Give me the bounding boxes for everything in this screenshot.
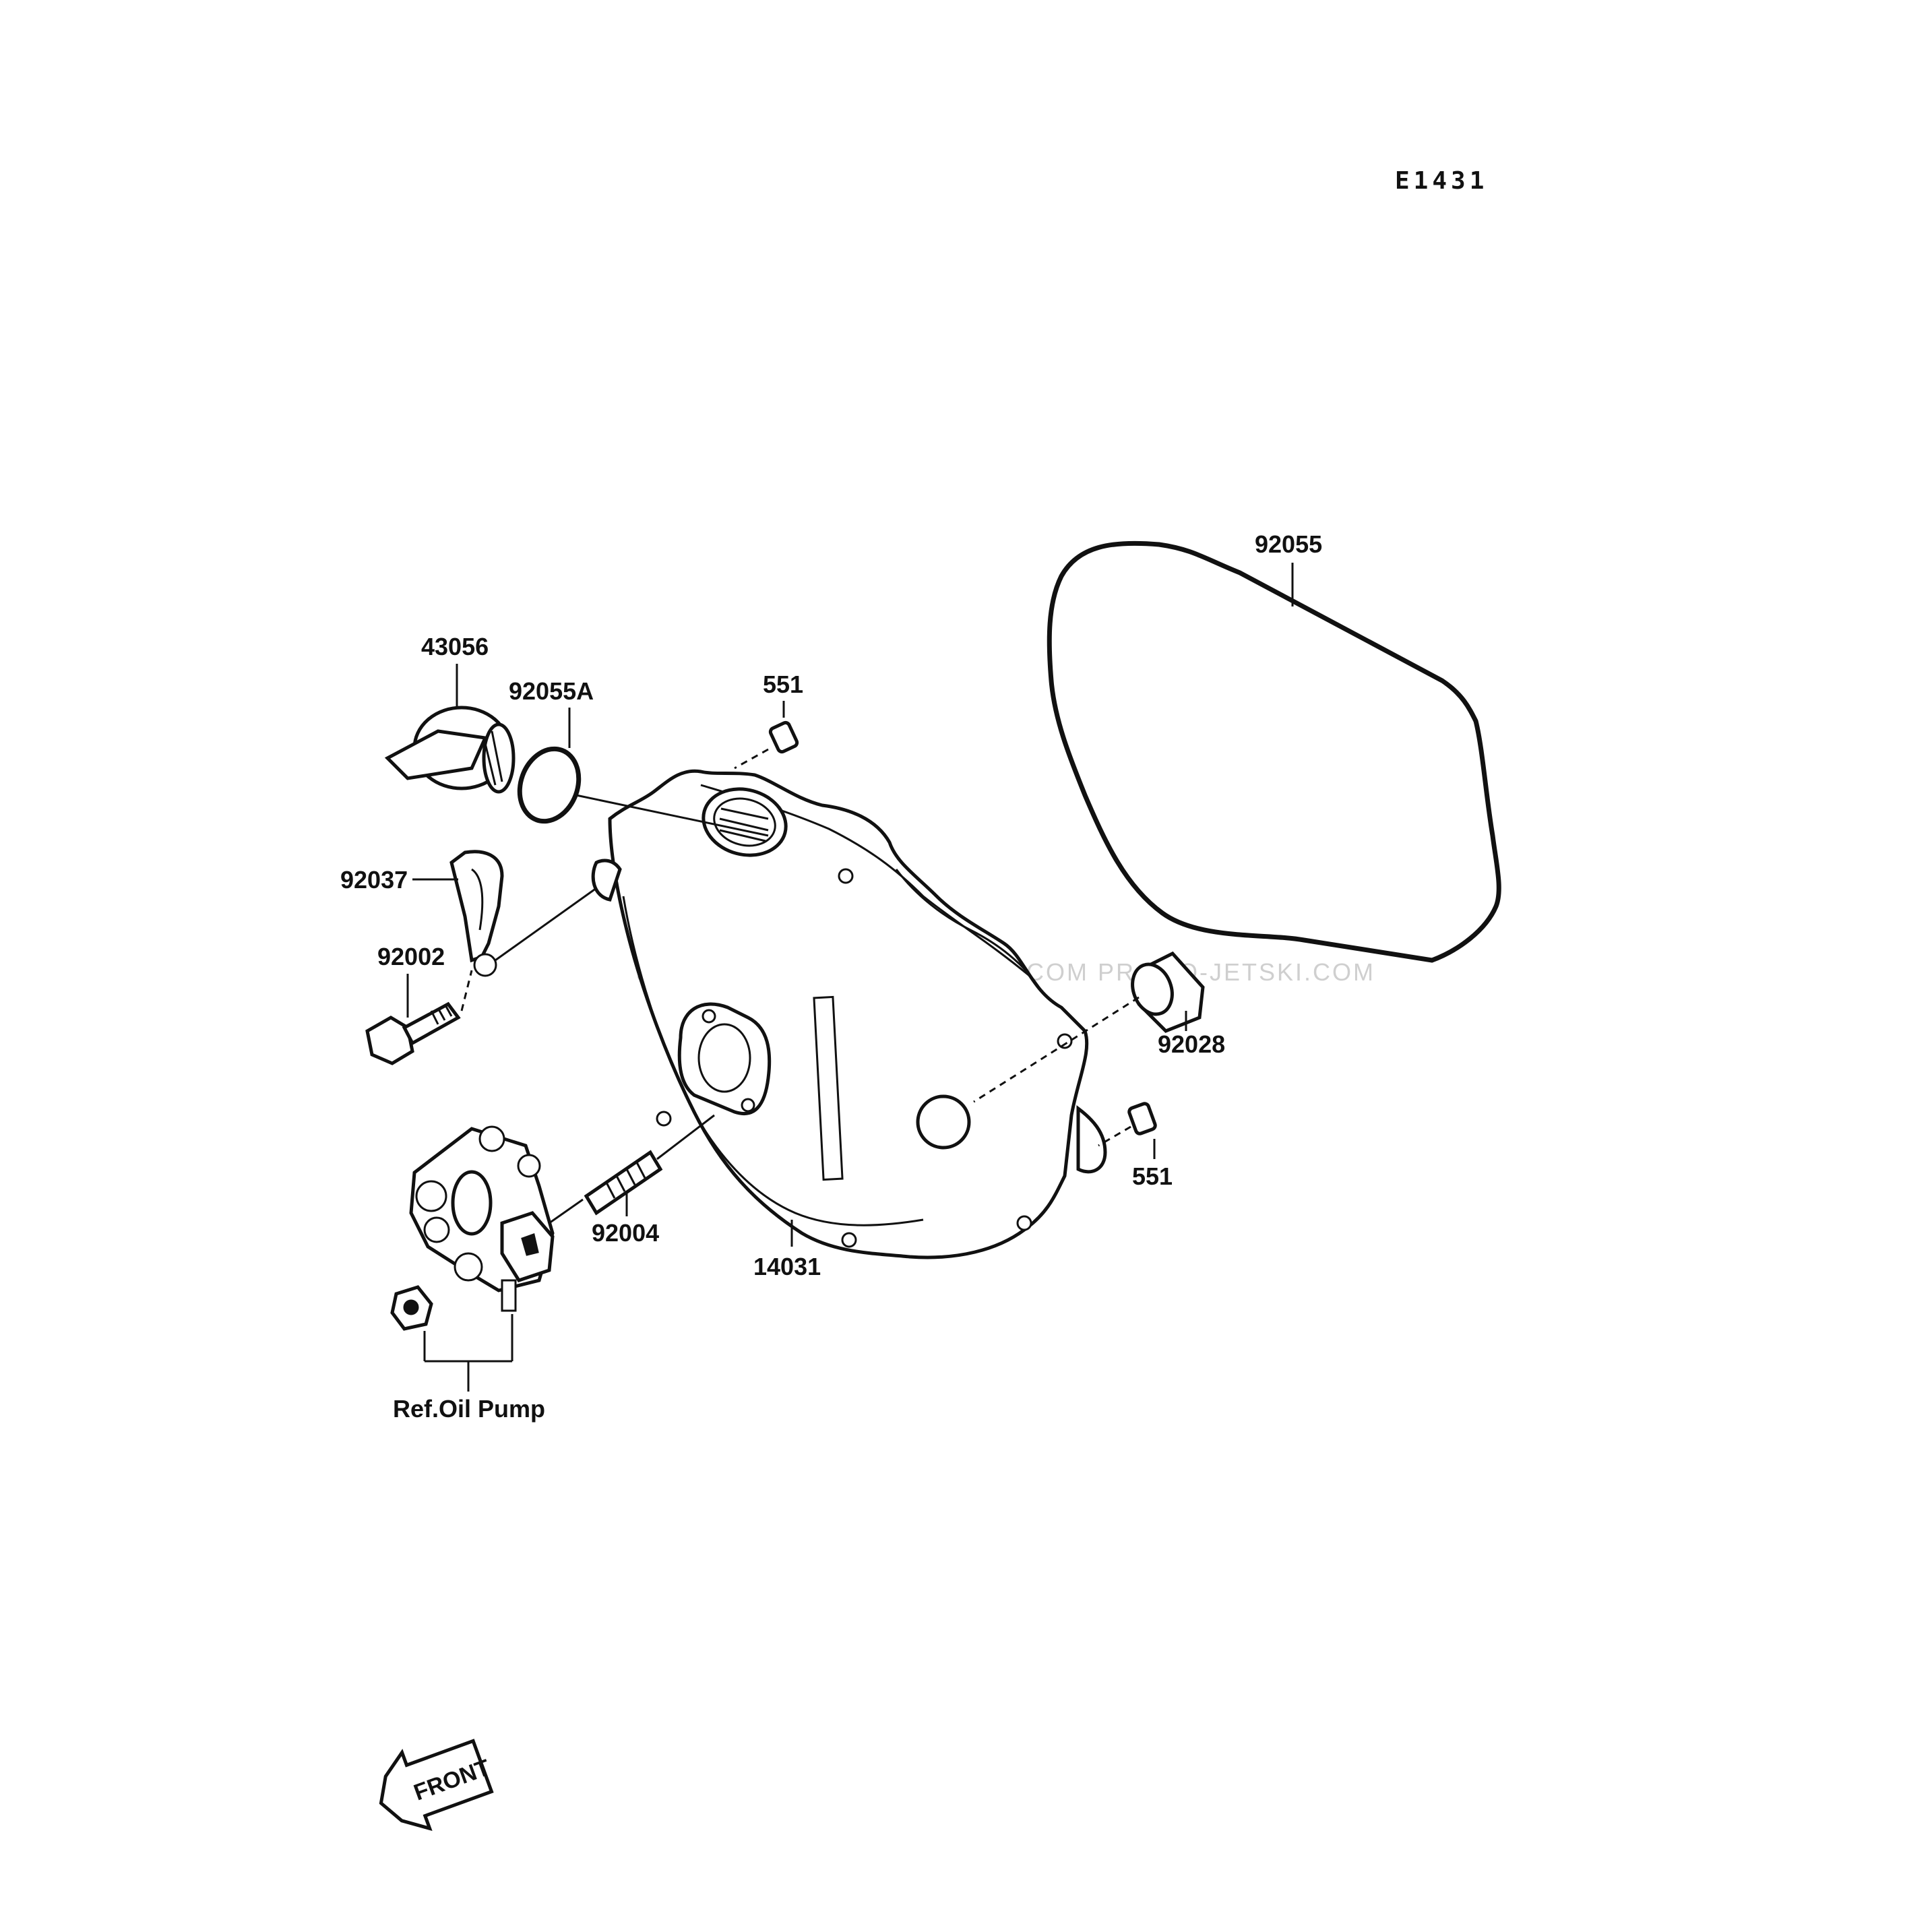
- label-43056: 43056: [421, 633, 489, 660]
- label-551-top: 551: [763, 671, 803, 698]
- front-direction-arrow: FRONT: [379, 1739, 494, 1832]
- label-551-right: 551: [1132, 1162, 1173, 1190]
- alignment-line-bolt: [460, 970, 473, 1011]
- hose-clamp: [449, 850, 504, 977]
- dowel-pin-top: [768, 720, 799, 754]
- alignment-line-stud-pump: [549, 1198, 584, 1224]
- label-92055: 92055: [1255, 530, 1322, 558]
- label-92002: 92002: [377, 943, 445, 970]
- large-gasket: [1047, 540, 1501, 963]
- alignment-line-stud: [656, 1114, 715, 1160]
- alignment-line-dowel-top: [734, 748, 769, 770]
- flange-bolt: [365, 1001, 461, 1065]
- alignment-line-bushing: [973, 996, 1140, 1103]
- label-14031: 14031: [753, 1253, 821, 1280]
- dowel-pin-right: [1127, 1102, 1157, 1135]
- oil-pump: [409, 1125, 555, 1312]
- front-arrow-label: FRONT: [410, 1755, 493, 1806]
- label-92037: 92037: [340, 866, 408, 894]
- ref-oil-pump-label: Ref.Oil Pump: [393, 1395, 545, 1423]
- oil-pump-nut: [390, 1285, 433, 1331]
- o-ring: [517, 746, 582, 824]
- alignment-line-dowel-right: [1098, 1125, 1131, 1147]
- stud-bolt: [584, 1150, 663, 1216]
- label-92004: 92004: [592, 1219, 659, 1247]
- label-92028: 92028: [1158, 1030, 1225, 1058]
- diagram-code: E1431: [1395, 167, 1488, 195]
- oil-filler-cap: [384, 706, 516, 794]
- crankcase-cover: [591, 769, 1107, 1259]
- alignment-line-cap: [575, 794, 769, 837]
- label-92055A: 92055A: [509, 677, 594, 705]
- alignment-line-clamp: [495, 887, 597, 962]
